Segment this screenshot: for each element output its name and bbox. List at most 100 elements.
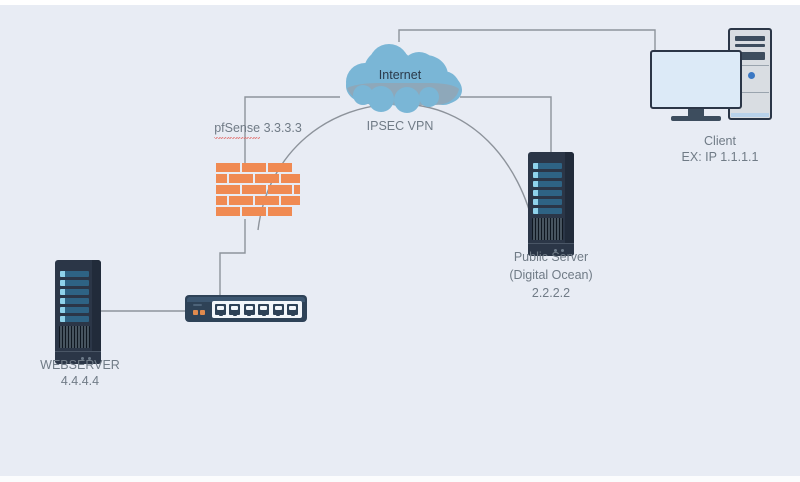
firewall-icon[interactable] (216, 163, 300, 219)
server-vent-grille (59, 326, 90, 348)
drive-bay (533, 190, 562, 196)
server-status-led-icon (88, 357, 91, 360)
wire-cloud-to-public-server (460, 96, 552, 152)
tower-slot-3 (735, 52, 765, 60)
client-name: Client (704, 134, 736, 148)
switch-top-bevel (187, 297, 305, 302)
rj45-port[interactable] (215, 304, 226, 316)
monitor-icon (650, 50, 742, 109)
drive-bay (533, 208, 562, 214)
brick (281, 196, 300, 205)
public-server-name: Public Server (513, 250, 589, 264)
monitor-neck (688, 109, 704, 117)
server-side-panel (565, 152, 574, 256)
brick-row (216, 185, 300, 194)
pfsense-name: pfSense (214, 121, 261, 139)
network-switch-icon[interactable] (185, 295, 307, 322)
wire-pfsense-to-switch (219, 219, 246, 300)
brick (216, 207, 240, 216)
drive-bay (60, 316, 89, 322)
switch-port-panel (212, 301, 302, 318)
brick (216, 174, 227, 183)
brick (242, 207, 266, 216)
public-server-ip: 2.2.2.2 (531, 286, 571, 300)
server-status-led-icon (561, 249, 564, 252)
brick (268, 185, 292, 194)
pfsense-ip: 3.3.3.3 (263, 121, 302, 135)
internet-cloud[interactable]: Internet (337, 42, 463, 114)
drive-bay (533, 181, 562, 187)
drive-bay (533, 172, 562, 178)
brick (242, 185, 266, 194)
drive-bay (60, 280, 89, 286)
cloud-label: Internet (378, 68, 422, 82)
rj45-port[interactable] (229, 304, 241, 316)
rj45-port-slot (274, 306, 282, 310)
rj45-port-slot (245, 306, 253, 310)
vpn-caption-line1: IPSEC (366, 119, 405, 133)
brick (255, 174, 279, 183)
tower-base (731, 113, 769, 117)
brick-row (216, 196, 300, 205)
webserver-name: WEBSERVER (40, 358, 120, 372)
client-label: Client EX: IP 1.1.1.1 (660, 133, 780, 165)
brick (242, 163, 266, 172)
public-server-icon[interactable] (528, 152, 574, 256)
brick (216, 196, 227, 205)
server-drive-bays (533, 163, 562, 214)
webserver-icon[interactable] (55, 260, 101, 364)
vpn-caption-line2: VPN (407, 119, 434, 133)
tower-slot-1 (735, 36, 765, 41)
server-status-led-icon (554, 249, 557, 252)
rj45-port-slot (289, 306, 296, 310)
drive-bay (60, 271, 89, 277)
brick-row (216, 174, 300, 183)
rj45-port[interactable] (287, 304, 298, 316)
client-ip: EX: IP 1.1.1.1 (681, 150, 759, 164)
brick (229, 174, 253, 183)
brick (268, 163, 292, 172)
switch-label-strip (193, 304, 202, 306)
brick (268, 207, 292, 216)
client-computer-icon[interactable] (650, 28, 772, 124)
rj45-port[interactable] (258, 304, 270, 316)
pfsense-label: pfSense 3.3.3.3 (208, 120, 308, 139)
public-server-provider: (Digital Ocean) (509, 268, 593, 282)
brick (229, 196, 253, 205)
public-server-label: Public Server (Digital Ocean) 2.2.2.2 (491, 248, 611, 302)
rj45-port-slot (260, 306, 268, 310)
rj45-port-slot (217, 306, 224, 310)
power-led-icon (748, 72, 755, 79)
switch-status-led-icon (200, 310, 205, 315)
rj45-port[interactable] (272, 304, 284, 316)
drive-bay (533, 163, 562, 169)
rj45-port-slot (231, 306, 239, 310)
server-drive-bays (60, 271, 89, 322)
server-side-panel (92, 260, 101, 364)
vpn-caption: IPSEC VPN (340, 117, 460, 136)
tower-divider-2 (731, 92, 769, 93)
brick (255, 196, 279, 205)
tower-slot-2 (735, 44, 765, 47)
monitor-stand (671, 116, 721, 121)
brick-row (216, 207, 300, 216)
brick (294, 185, 300, 194)
server-status-led-icon (81, 357, 84, 360)
webserver-ip: 4.4.4.4 (60, 374, 100, 388)
webserver-label: WEBSERVER 4.4.4.4 (25, 357, 135, 389)
server-base (55, 351, 101, 364)
rj45-port[interactable] (243, 304, 255, 316)
drive-bay (60, 289, 89, 295)
drive-bay (60, 298, 89, 304)
brick (216, 163, 240, 172)
drive-bay (533, 199, 562, 205)
tower-divider-1 (731, 65, 769, 66)
server-vent-grille (532, 218, 563, 240)
drive-bay (60, 307, 89, 313)
brick (281, 174, 300, 183)
server-base (528, 243, 574, 256)
switch-status-led-icon (193, 310, 198, 315)
cloud-icon (346, 44, 462, 113)
brick-row (216, 163, 300, 172)
